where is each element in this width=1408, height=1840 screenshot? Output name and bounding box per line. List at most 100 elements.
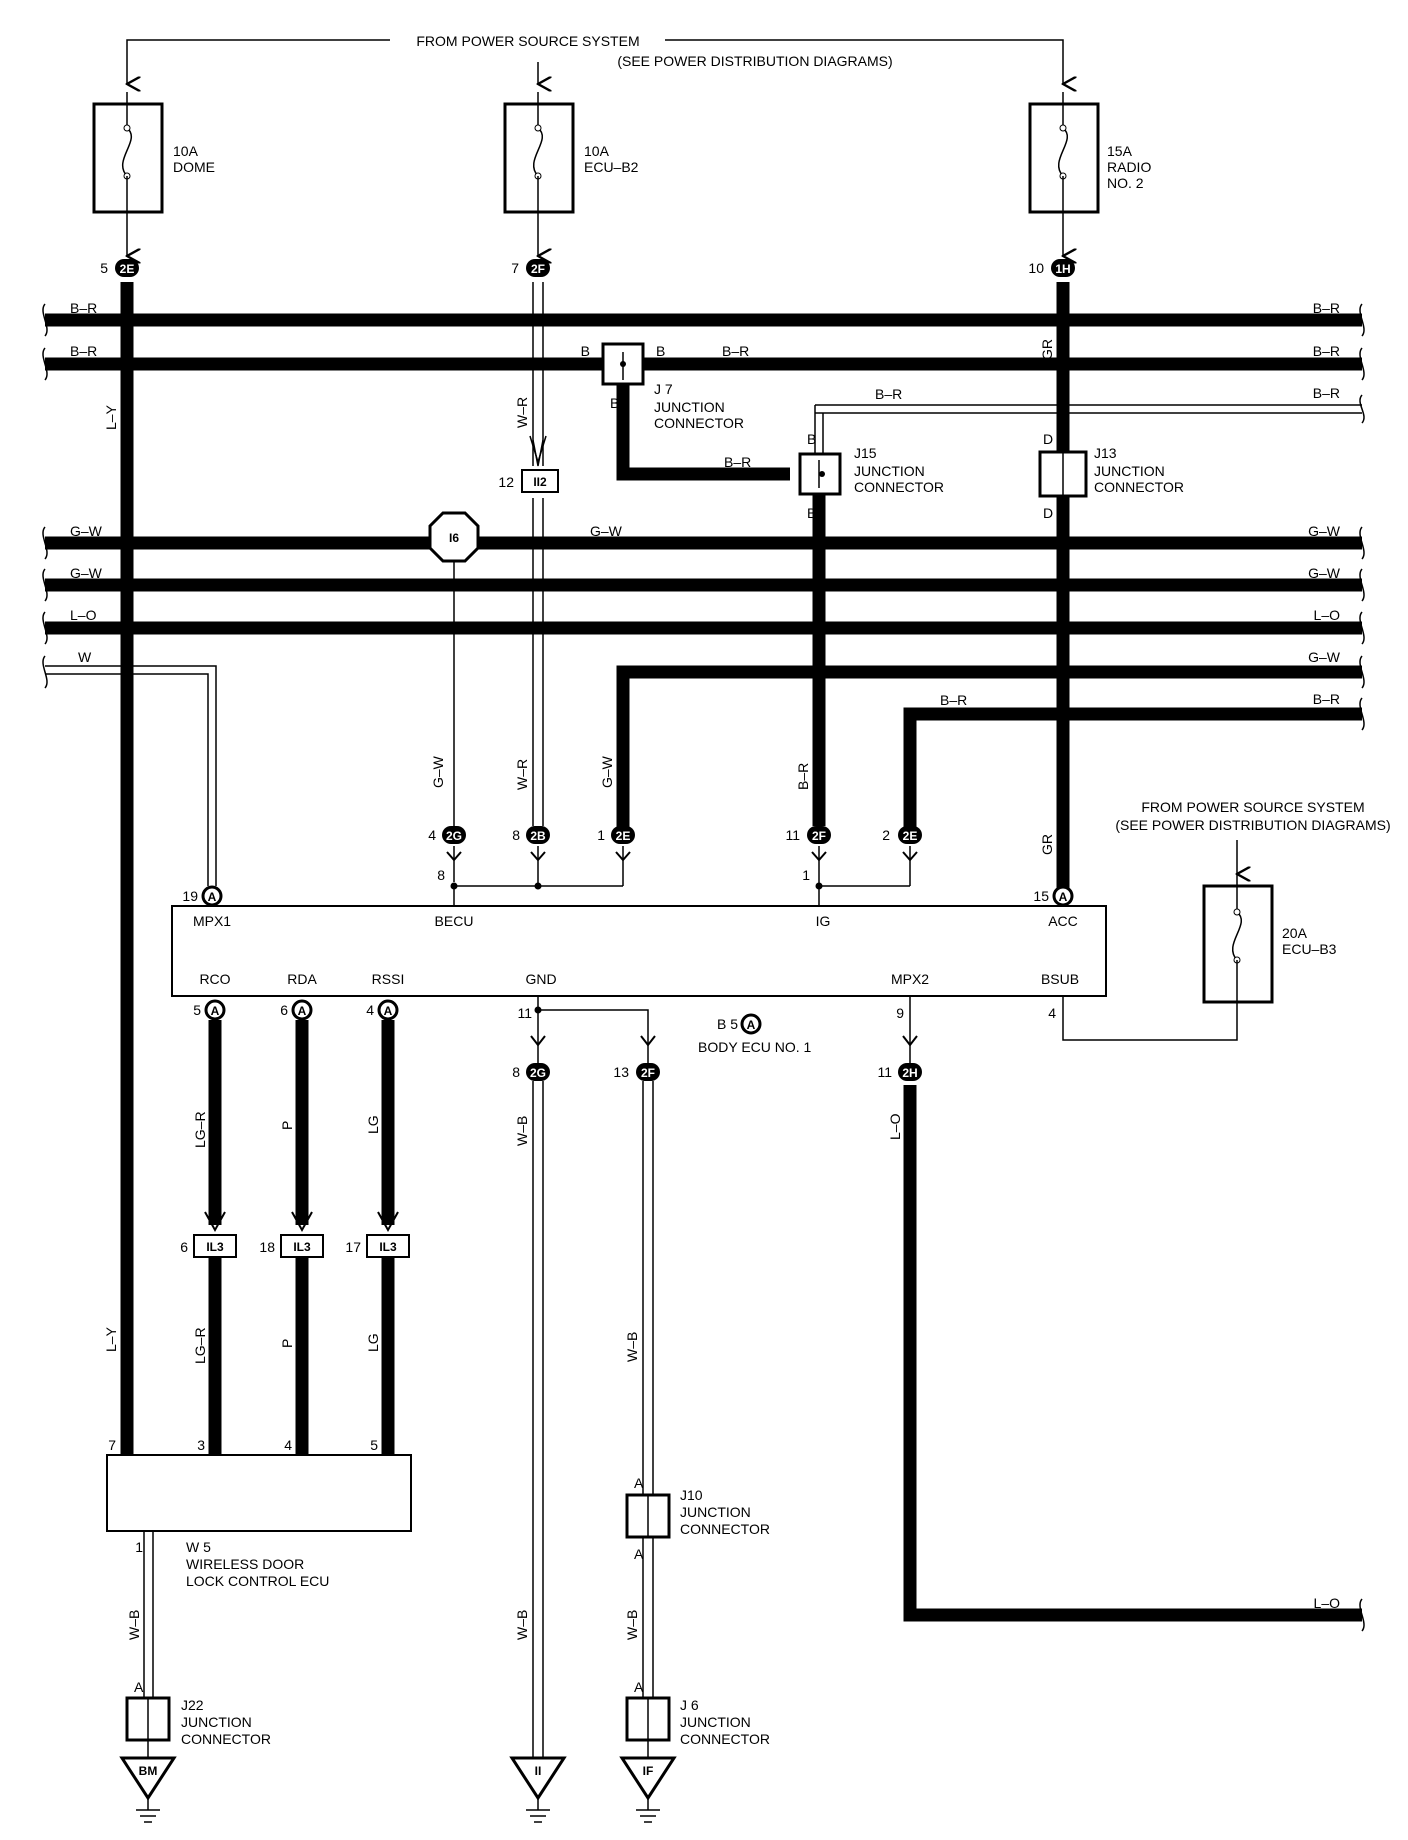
svg-text:CONNECTOR: CONNECTOR <box>680 1521 770 1537</box>
bus-label-br-2-right: B–R <box>1313 343 1340 359</box>
svg-text:DOME: DOME <box>173 159 215 175</box>
svg-text:MPX1: MPX1 <box>193 913 231 929</box>
connector-2f-13: 2F 13 <box>613 1063 660 1081</box>
bus-label-lo-lower-right: L–O <box>1314 1595 1341 1611</box>
svg-text:MPX2: MPX2 <box>891 971 929 987</box>
wire-label-lg-bottom: LG <box>365 1333 381 1352</box>
bus-label-lo-left: L–O <box>70 607 97 623</box>
connector-2f-7: 2F 7 <box>511 259 550 277</box>
svg-text:RADIO: RADIO <box>1107 159 1151 175</box>
svg-text:5: 5 <box>193 1002 201 1018</box>
svg-text:1: 1 <box>597 827 605 843</box>
connector-il3-17: IL3 17 <box>345 1234 410 1258</box>
svg-text:D: D <box>1043 431 1053 447</box>
svg-text:10: 10 <box>1028 260 1044 276</box>
becu-pin-num: 8 <box>437 867 445 883</box>
ground-ii: II <box>509 1756 567 1823</box>
svg-text:7: 7 <box>108 1437 116 1453</box>
wire-label-p-top: P <box>279 1121 295 1130</box>
connector-2e-5: 2E 5 <box>100 259 139 277</box>
svg-text:II: II <box>535 1764 542 1778</box>
svg-text:JUNCTION: JUNCTION <box>680 1714 751 1730</box>
bus-label-gw-1-right: G–W <box>1308 523 1341 539</box>
svg-text:2E: 2E <box>616 829 631 843</box>
svg-text:BSUB: BSUB <box>1041 971 1079 987</box>
svg-text:6: 6 <box>180 1239 188 1255</box>
bus-label-gw-2-left: G–W <box>70 565 103 581</box>
svg-text:ECU–B3: ECU–B3 <box>1282 941 1337 957</box>
svg-text:19: 19 <box>182 888 198 904</box>
power-source-title: FROM POWER SOURCE SYSTEM <box>416 33 639 49</box>
svg-text:20A: 20A <box>1282 925 1308 941</box>
svg-text:GND: GND <box>525 971 556 987</box>
svg-text:JUNCTION: JUNCTION <box>181 1714 252 1730</box>
svg-text:CONNECTOR: CONNECTOR <box>854 479 944 495</box>
svg-text:17: 17 <box>345 1239 361 1255</box>
connector-a-5: A 5 <box>193 999 226 1021</box>
svg-text:B: B <box>610 395 619 411</box>
bus-label-br-j15-left: B–R <box>724 454 751 470</box>
bus-label-br-1-left: B–R <box>70 300 97 316</box>
svg-text:2B: 2B <box>530 829 546 843</box>
svg-text:NO. 2: NO. 2 <box>1107 175 1144 191</box>
connector-ii2: II2 12 <box>498 469 559 493</box>
bsub-pin-num: 4 <box>1048 1005 1056 1021</box>
svg-text:2G: 2G <box>530 1066 546 1080</box>
svg-text:A: A <box>208 890 217 904</box>
bus-label-br-4-right: B–R <box>1313 691 1340 707</box>
svg-text:A: A <box>634 1546 644 1562</box>
svg-text:RSSI: RSSI <box>372 971 405 987</box>
ground-if: IF <box>619 1756 677 1823</box>
wire-label-lgr-bottom: LG–R <box>192 1327 208 1364</box>
bus-label-w-left: W <box>78 649 92 665</box>
svg-text:B: B <box>807 505 816 521</box>
body-ecu-label: B 5 A BODY ECU NO. 1 <box>698 1013 812 1055</box>
wire-label-lg-top: LG <box>365 1115 381 1134</box>
svg-text:A: A <box>1059 890 1068 904</box>
svg-text:I6: I6 <box>449 531 459 545</box>
svg-text:RDA: RDA <box>287 971 317 987</box>
wire-label-wb-if-top: W–B <box>624 1332 640 1362</box>
bus-label-gw-2-right: G–W <box>1308 565 1341 581</box>
svg-text:5: 5 <box>370 1437 378 1453</box>
svg-text:5: 5 <box>100 260 108 276</box>
svg-text:J 7: J 7 <box>654 381 673 397</box>
svg-text:8: 8 <box>512 827 520 843</box>
body-ecu-box: MPX1 BECU IG ACC RCO RDA RSSI GND MPX2 B… <box>171 905 1107 997</box>
svg-text:A: A <box>384 1004 393 1018</box>
junction-j6: A J 6 JUNCTION CONNECTOR <box>625 1679 770 1747</box>
svg-text:W 5: W 5 <box>186 1539 211 1555</box>
svg-text:6: 6 <box>280 1002 288 1018</box>
power-source-line-left <box>127 39 390 84</box>
svg-text:4: 4 <box>284 1437 292 1453</box>
svg-text:2F: 2F <box>641 1066 655 1080</box>
bus-label-br-3-right: B–R <box>1313 385 1340 401</box>
connector-il3-18: IL3 18 <box>259 1234 324 1258</box>
svg-text:11: 11 <box>877 1064 892 1080</box>
connector-a-6: A 6 <box>280 999 313 1021</box>
svg-text:LOCK CONTROL ECU: LOCK CONTROL ECU <box>186 1573 329 1589</box>
svg-text:7: 7 <box>511 260 519 276</box>
svg-text:2F: 2F <box>812 829 826 843</box>
svg-text:2F: 2F <box>531 262 545 276</box>
svg-text:1: 1 <box>135 1539 143 1555</box>
bus-wire-ends <box>42 303 1365 1632</box>
junction-j15: B B B J15 JUNCTION CONNECTOR <box>779 431 944 521</box>
svg-text:II2: II2 <box>533 475 547 489</box>
bus-label-gw-3-right: G–W <box>1308 649 1341 665</box>
svg-text:J10: J10 <box>680 1487 703 1503</box>
svg-text:J22: J22 <box>181 1697 204 1713</box>
svg-text:ECU–B2: ECU–B2 <box>584 159 639 175</box>
svg-text:B: B <box>779 467 788 483</box>
fuse-ecu-b2: 10A ECU–B2 <box>503 92 639 214</box>
wire-label-lgr-top: LG–R <box>192 1111 208 1148</box>
mpx2-pin-num: 9 <box>896 1005 904 1021</box>
svg-text:A: A <box>298 1004 307 1018</box>
connector-2g-4: 2G 4 <box>428 826 466 844</box>
fuse-radio-no2: 15A RADIO NO. 2 <box>1028 92 1151 214</box>
svg-text:2E: 2E <box>903 829 918 843</box>
svg-text:JUNCTION: JUNCTION <box>680 1504 751 1520</box>
wire-br-j7-j15 <box>616 380 790 481</box>
svg-text:RCO: RCO <box>199 971 230 987</box>
